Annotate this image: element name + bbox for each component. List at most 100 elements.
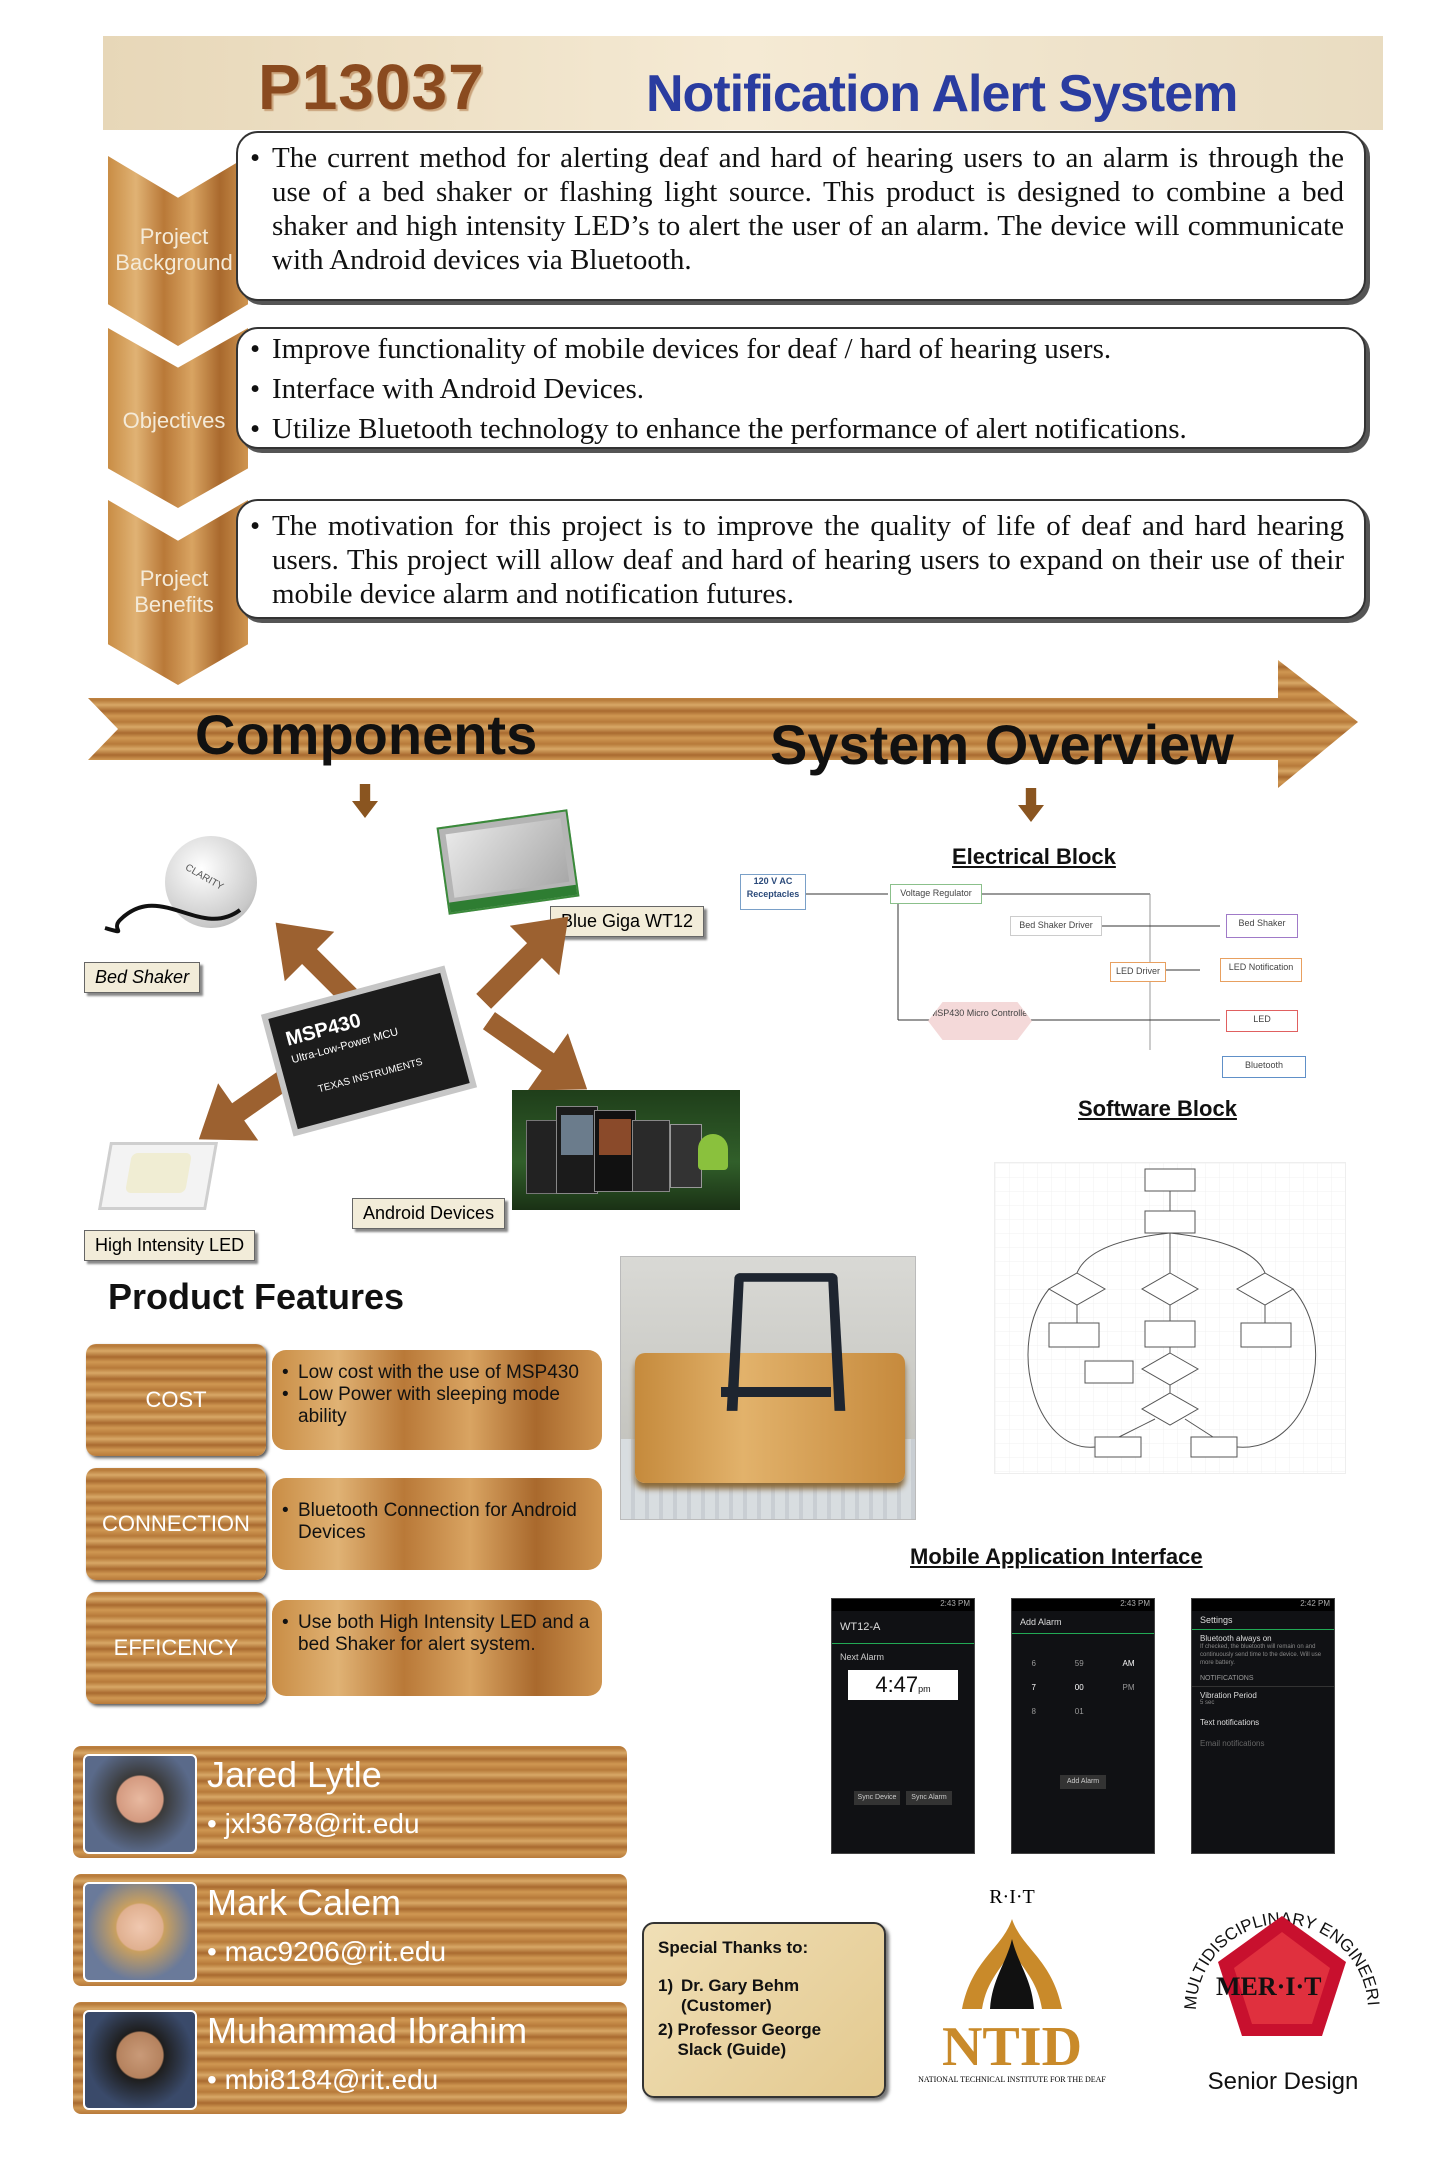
merit-mark: MER·I·T: [1216, 1972, 1322, 2001]
bed-shaker-tag: Bed Shaker: [84, 962, 201, 993]
project-id: P13037: [258, 51, 485, 123]
page-title: Notification Alert System: [646, 65, 1238, 123]
section-label-objectives: Objectives: [122, 408, 226, 433]
led-image: [98, 1142, 218, 1210]
bluegiga-chip-image: [436, 809, 580, 915]
picker-value: 6: [1031, 1659, 1036, 1668]
alarm-time-display: 4:47pm: [848, 1670, 958, 1700]
avatar: [83, 2010, 197, 2110]
member-email: • jxl3678@rit.edu: [207, 1808, 420, 1839]
ntid-logo: R·I·T NTID NATIONAL TECHNICAL INSTITUTE …: [902, 1880, 1122, 2116]
background-text: The current method for alerting deaf and…: [250, 141, 1344, 277]
high-led-tag: High Intensity LED: [84, 1230, 256, 1261]
picker-value: 00: [1074, 1683, 1084, 1692]
ntid-flame-icon: [962, 1919, 1062, 2009]
picker-value: AM: [1122, 1659, 1135, 1668]
ac-receptacles-block: 120 V AC Receptacles: [740, 874, 806, 910]
android-devices-image: [512, 1090, 740, 1210]
phone-screen-add-alarm: 2:43 PM Add Alarm 6 7 8 59 00 01 AM PM Add Al…: [1011, 1598, 1155, 1854]
setting-text-notifications[interactable]: Text notifications: [1200, 1718, 1260, 1727]
components-heading: Components: [195, 703, 538, 766]
mcu-block: MSP430 Micro Controller: [928, 1002, 1032, 1040]
alarm-time: 4:47: [875, 1672, 919, 1697]
phone-screen-home: 2:43 PM WT12-A Next Alarm 4:47pm Sync De…: [831, 1598, 975, 1854]
member-name: Jared Lytle: [207, 1754, 382, 1795]
voltage-regulator-block: Voltage Regulator: [890, 884, 982, 904]
device-name: WT12-A: [832, 1611, 974, 1644]
setting-vibration-value: 5 sec: [1200, 1700, 1215, 1706]
bluegiga-tag: Blue Giga WT12: [550, 906, 705, 937]
led-notification-block: LED Notification: [1220, 958, 1302, 982]
feature-efficency-label: EFFICENCY: [86, 1592, 266, 1704]
status-bar: 2:43 PM: [832, 1599, 974, 1611]
member-email: • mac9206@rit.edu: [207, 1936, 447, 1967]
bed-shaker-block: Bed Shaker: [1226, 914, 1298, 938]
feature-bullet: Low Power with sleeping mode ability: [282, 1384, 590, 1428]
down-arrow-icon: [1018, 788, 1044, 822]
picker-value: 59: [1074, 1659, 1084, 1668]
email-text: jxl3678@rit.edu: [224, 1808, 420, 1839]
feature-connection-label: CONNECTION: [86, 1468, 266, 1580]
feature-efficency-text: Use both High Intensity LED and a bed Sh…: [272, 1600, 602, 1696]
software-block-title: Software Block: [1078, 1096, 1237, 1121]
section-label-background: Project Background: [115, 224, 233, 275]
setting-bluetooth-desc: If checked, the bluetooth will remain on…: [1200, 1644, 1322, 1666]
ntid-rit: R·I·T: [989, 1886, 1035, 1908]
picker-value: 01: [1074, 1707, 1084, 1716]
status-bar: 2:42 PM: [1192, 1599, 1334, 1611]
mobile-interface-title: Mobile Application Interface: [910, 1544, 1203, 1569]
benefits-text: The motivation for this project is to im…: [250, 509, 1344, 611]
android-devices-tag: Android Devices: [352, 1198, 506, 1229]
section-label-benefits: Project Benefits: [134, 566, 214, 617]
picker-value: PM: [1122, 1683, 1135, 1692]
objective-item: Improve functionality of mobile devices …: [250, 329, 1344, 369]
setting-email-notifications[interactable]: Email notifications: [1200, 1739, 1265, 1748]
bluetooth-block: Bluetooth: [1222, 1056, 1306, 1078]
status-bar: 2:43 PM: [1012, 1599, 1154, 1611]
merit-logo: MULTIDISCIPLINARY ENGINEERING AT RIT MER…: [1169, 1845, 1388, 2120]
msp430-chip-image: MSP430 Ultra-Low-Power MCU TEXAS INSTRUM…: [268, 972, 470, 1130]
next-alarm-label: Next Alarm: [840, 1652, 885, 1662]
feature-cost-text: Low cost with the use of MSP430 Low Powe…: [272, 1350, 602, 1450]
down-arrow-icon: [352, 784, 378, 818]
led-block: LED: [1226, 1010, 1298, 1032]
software-flowchart: [994, 1162, 1346, 1474]
member-name: Muhammad Ibrahim: [207, 2010, 528, 2051]
settings-header: Settings: [1192, 1611, 1334, 1630]
avatar: [83, 1754, 197, 1854]
sync-alarm-button[interactable]: Sync Alarm: [906, 1791, 952, 1805]
time-picker[interactable]: 6 7 8 59 00 01 AM PM: [1012, 1652, 1154, 1724]
picker-value: 7: [1031, 1683, 1036, 1692]
led-driver-block: LED Driver: [1110, 962, 1166, 982]
flowchart-graphic: [995, 1163, 1345, 1473]
sync-device-button[interactable]: Sync Device: [854, 1791, 900, 1805]
picker-value: 8: [1031, 1707, 1036, 1716]
system-overview-heading: System Overview: [770, 713, 1234, 776]
team-member-card: Jared Lytle • jxl3678@rit.edu: [73, 1746, 627, 1858]
ntid-full-name: NATIONAL TECHNICAL INSTITUTE FOR THE DEA…: [918, 2075, 1106, 2084]
cable-icon: [104, 903, 242, 934]
thanks-item: 1)Dr. Gary Behm (Customer): [658, 1976, 800, 2015]
setting-bluetooth[interactable]: Bluetooth always on: [1200, 1634, 1272, 1643]
background-box: The current method for alerting deaf and…: [236, 131, 1366, 301]
add-alarm-button[interactable]: Add Alarm: [1060, 1775, 1106, 1789]
member-name: Mark Calem: [207, 1882, 402, 1923]
email-text: mac9206@rit.edu: [224, 1936, 447, 1967]
merit-emblem-icon: MULTIDISCIPLINARY ENGINEERING AT RIT: [1169, 1845, 1383, 2036]
feature-bullet: Use both High Intensity LED and a bed Sh…: [282, 1612, 590, 1656]
add-alarm-header: Add Alarm: [1012, 1611, 1154, 1634]
objective-item: Utilize Bluetooth technology to enhance …: [250, 409, 1344, 449]
thanks-title: Special Thanks to:: [658, 1938, 809, 1957]
email-text: mbi8184@rit.edu: [224, 2064, 439, 2095]
benefits-box: The motivation for this project is to im…: [236, 499, 1366, 619]
electrical-block-title: Electrical Block: [952, 844, 1116, 869]
device-photo: [620, 1256, 916, 1520]
setting-vibration[interactable]: Vibration Period: [1200, 1691, 1257, 1700]
electrical-diagram: 120 V AC Receptacles Voltage Regulator B…: [740, 870, 1310, 1080]
thanks-item: 2)Professor George Slack (Guide): [658, 2020, 822, 2059]
feature-cost-label: COST: [86, 1344, 266, 1456]
shaker-driver-block: Bed Shaker Driver: [1010, 916, 1102, 936]
product-features-title: Product Features: [108, 1276, 405, 1317]
feature-bullet: Low cost with the use of MSP430: [282, 1362, 590, 1384]
objectives-box: Improve functionality of mobile devices …: [236, 327, 1366, 449]
